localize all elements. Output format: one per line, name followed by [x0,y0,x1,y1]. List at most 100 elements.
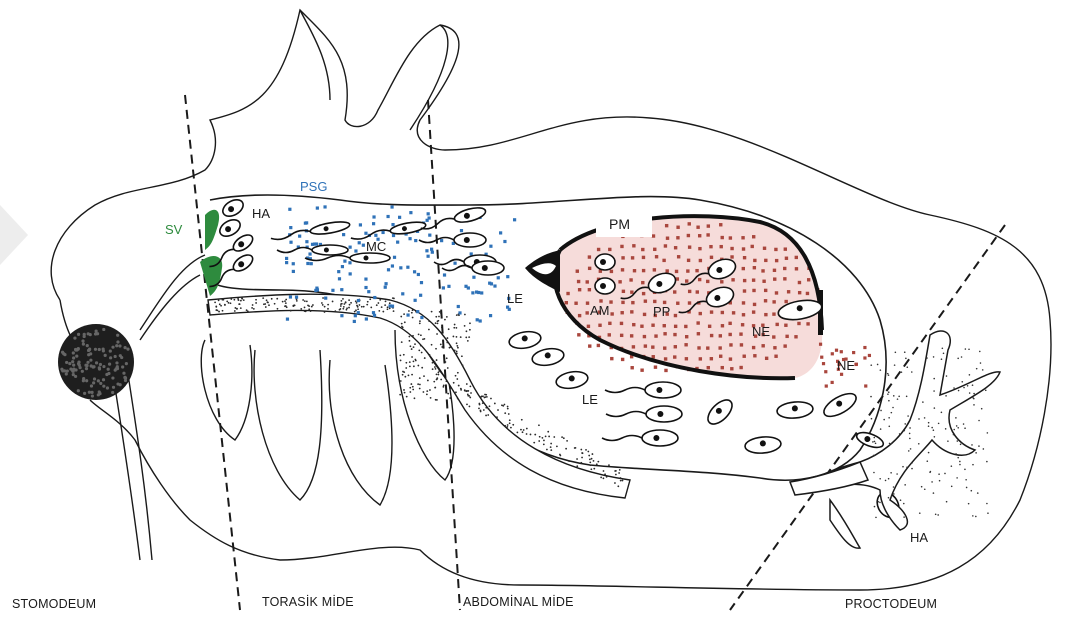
hindgut-stipple-dot [986,461,988,463]
hindgut-stipple-dot [938,473,940,475]
band-stipple [418,349,420,351]
band-stipple [467,340,469,342]
pm-dot [752,346,755,349]
hindgut-stipple-dot [933,390,935,392]
psg-dot [417,273,420,276]
pm-dot [588,288,591,291]
band-stipple [456,351,458,353]
mass-texture [85,364,88,367]
band-stipple [284,305,286,307]
band-stipple [410,383,412,385]
band-stipple [282,301,284,303]
mass-texture [88,391,91,394]
band-stipple [482,402,484,404]
psg-dot [315,242,318,245]
pm-dot [797,322,800,325]
pm-dot [784,324,787,327]
psg-dot [416,310,419,313]
pm-dot [685,279,688,282]
hindgut-stipple-dot [956,425,958,427]
band-stipple [414,343,416,345]
hindgut-stipple-dot [945,395,947,397]
band-stipple [412,335,414,337]
pm-dot [586,301,589,304]
mass-texture [85,379,88,382]
mass-texture [114,355,117,358]
band-stipple [384,304,386,306]
mass-texture [102,347,105,350]
hindgut-stipple-dot [893,493,895,495]
psg-dot [493,284,496,287]
pm-dot [687,234,690,237]
pm-dot [698,278,701,281]
band-stipple [550,446,552,448]
band-stipple [215,309,217,311]
psg-dot [392,234,395,237]
pm-dot [686,269,689,272]
psg-dot [427,255,430,258]
mass-texture [83,333,86,336]
mass-texture [116,365,119,368]
pm-dot [629,278,632,281]
pm-dot [852,351,855,354]
band-stipple [400,316,402,318]
psg-dot [367,290,370,293]
band-stipple [466,383,468,385]
band-stipple [322,304,324,306]
band-stipple [355,309,357,311]
pm-dot [588,344,591,347]
mass-texture [91,394,94,397]
hindgut-stipple-dot [919,512,921,514]
pm-dot [630,290,633,293]
hindgut-stipple-dot [904,423,906,425]
parasite-body [350,253,390,263]
pm-dot [730,247,733,250]
band-stipple [456,336,458,338]
band-stipple [606,476,608,478]
band-stipple [622,480,624,482]
pm-dot [640,368,643,371]
pm-dot [709,245,712,248]
pm-dot [673,333,676,336]
band-stipple [590,464,592,466]
band-stipple [468,336,470,338]
parasite [602,430,678,446]
hindgut-stipple-dot [874,506,876,508]
band-stipple [411,348,413,350]
psg-dot [364,232,367,235]
psg-dot [289,226,292,229]
hindgut-stipple-dot [928,452,930,454]
psg-dot [310,262,313,265]
band-stipple [436,359,438,361]
pm-dot [840,373,843,376]
mass-texture [95,361,98,364]
band-stipple [563,437,565,439]
pm-dot [831,381,834,384]
band-stipple [430,397,432,399]
psg-dot [372,311,375,314]
pm-dot [764,313,767,316]
hindgut-stipple-dot [978,445,980,447]
hindgut-stipple-dot [883,419,885,421]
mass-texture [116,340,119,343]
hindgut-stipple-dot [955,453,957,455]
hindgut-stipple-dot [946,501,948,503]
pm-dot [685,357,688,360]
psg-dot [391,305,394,308]
pm-dot [642,256,645,259]
psg-dot [431,251,434,254]
psg-dot [393,256,396,259]
band-stipple [400,360,402,362]
psg-dot [447,285,450,288]
band-stipple [302,299,304,301]
band-stipple [481,395,483,397]
band-stipple [448,328,450,330]
band-stipple [618,472,620,474]
band-stipple [456,345,458,347]
band-stipple [508,413,510,415]
band-stipple [485,415,487,417]
band-stipple [403,313,405,315]
band-stipple [224,304,226,306]
band-stipple [589,461,591,463]
psg-dot [372,222,375,225]
